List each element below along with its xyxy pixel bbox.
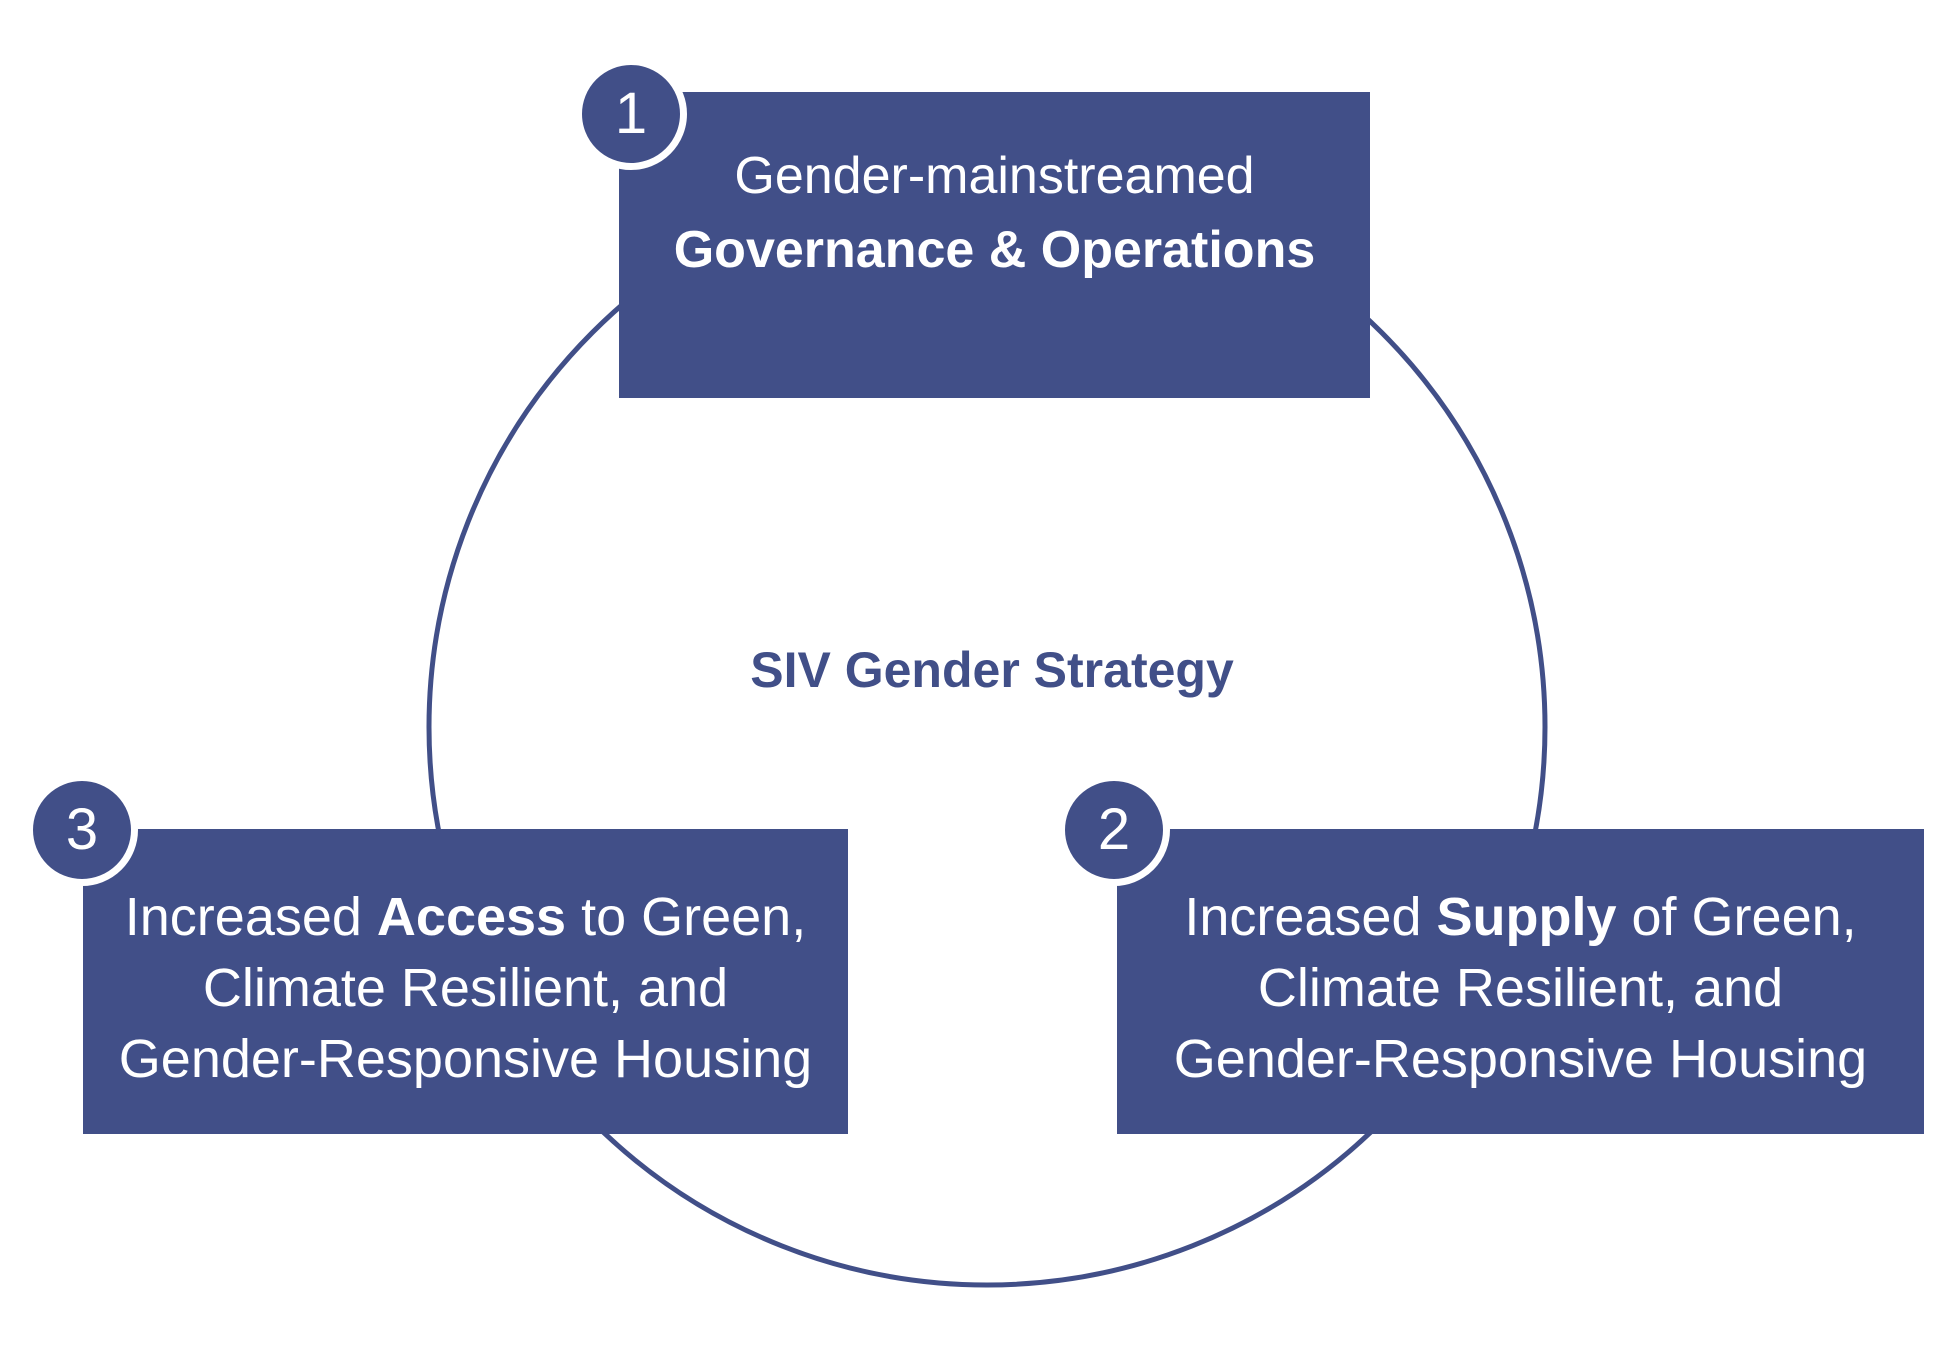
box-3-line-1: Increased Access to Green, [125, 882, 806, 953]
step-1-badge: 1 [575, 58, 687, 170]
governance-operations-box: Gender-mainstreamed Governance & Operati… [619, 92, 1370, 398]
supply-housing-box: Increased Supply of Green, Climate Resil… [1117, 829, 1924, 1134]
box-2-line-1-start: Increased [1184, 887, 1437, 947]
step-2-badge: 2 [1058, 774, 1170, 886]
access-housing-box: Increased Access to Green, Climate Resil… [83, 829, 848, 1134]
box-3-line-2: Climate Resilient, and [202, 958, 729, 1018]
box-2-line-1-bold: Supply [1436, 887, 1617, 947]
box-3-line-1-end: to Green, [566, 887, 807, 947]
step-3-badge: 3 [26, 774, 138, 886]
box-3-line-1-start: Increased [124, 887, 377, 947]
box-2-line-2: Climate Resilient, and [1257, 958, 1784, 1018]
box-3-line-1-bold: Access [376, 887, 567, 947]
box-1-line-1: Gender-mainstreamed [734, 147, 1255, 205]
box-1-line-2: Governance & Operations [673, 221, 1316, 279]
box-2-line-1-end: of Green, [1616, 887, 1857, 947]
diagram-center-title: SIV Gender Strategy [750, 642, 1234, 698]
box-2-line-1: Increased Supply of Green, [1184, 882, 1856, 953]
box-3-line-3: Gender-Responsive Housing [118, 1029, 813, 1089]
box-2-line-3: Gender-Responsive Housing [1173, 1029, 1868, 1089]
